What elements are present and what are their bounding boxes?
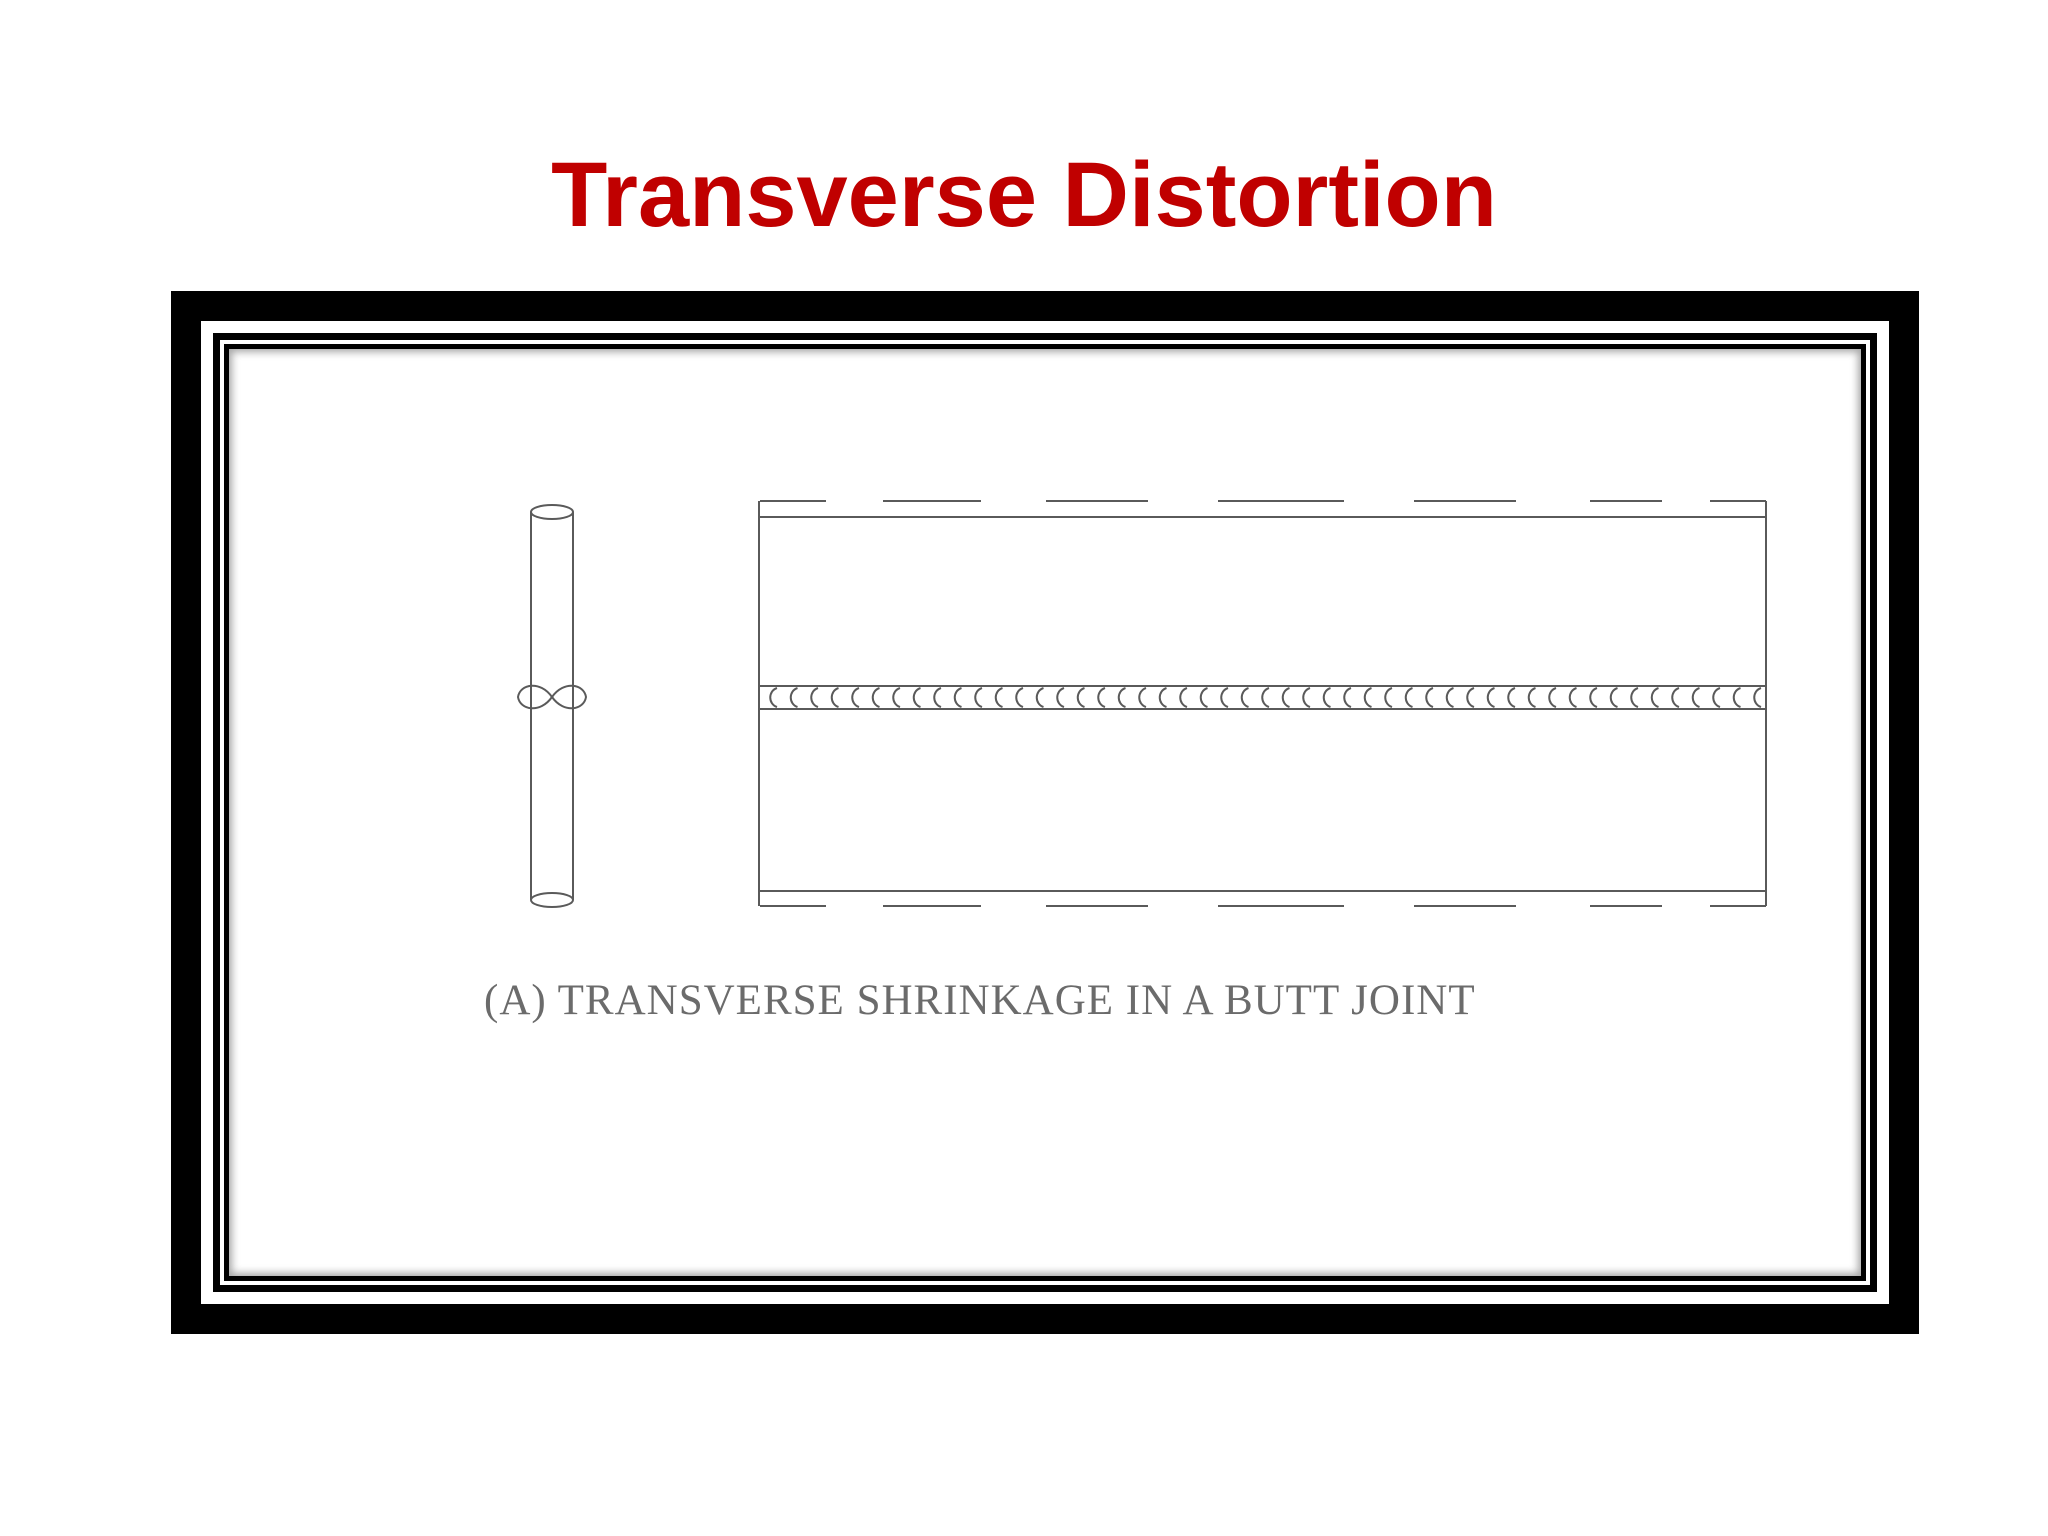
- weld-ripple: [830, 687, 839, 708]
- weld-ripple: [1076, 687, 1085, 708]
- weld-ripple: [1404, 687, 1413, 708]
- weld-ripple: [1630, 687, 1639, 708]
- diagram-caption: (A) TRANSVERSE SHRINKAGE IN A BUTT JOINT: [484, 977, 1476, 1024]
- weld-ripple: [1732, 687, 1741, 708]
- weld-ripple: [1609, 687, 1618, 708]
- weld-ripple: [1343, 687, 1352, 708]
- weld-ripple: [1302, 687, 1311, 708]
- weld-ripple: [1671, 687, 1680, 708]
- weld-ripple: [953, 687, 962, 708]
- weld-ripple: [1363, 687, 1372, 708]
- weld-ripple: [1507, 687, 1516, 708]
- weld-ripple: [1261, 687, 1270, 708]
- weld-ripple: [1179, 687, 1188, 708]
- weld-ripple: [1527, 687, 1536, 708]
- weld-ripple: [810, 687, 819, 708]
- weld-ripple: [1015, 687, 1024, 708]
- weld-ripple: [892, 687, 901, 708]
- weld-ripples: [769, 687, 1762, 708]
- weld-bead-side: [516, 684, 588, 710]
- weld-ripple: [1753, 687, 1762, 708]
- weld-ripple: [1568, 687, 1577, 708]
- weld-ripple: [1199, 687, 1208, 708]
- weld-ripple: [1158, 687, 1167, 708]
- weld-ripple: [1691, 687, 1700, 708]
- weld-ripple: [851, 687, 860, 708]
- weld-ripple: [1445, 687, 1454, 708]
- weld-ripple: [1117, 687, 1126, 708]
- weld-ripple: [912, 687, 921, 708]
- weld-ripple: [1056, 687, 1065, 708]
- weld-ripple: [1712, 687, 1721, 708]
- weld-ripple: [1425, 687, 1434, 708]
- weld-ripple: [974, 687, 983, 708]
- slide-title: Transverse Distortion: [551, 144, 1497, 246]
- weld-ripple: [1322, 687, 1331, 708]
- weld-ripple: [1097, 687, 1106, 708]
- weld-ripple: [1220, 687, 1229, 708]
- weld-ripple: [789, 687, 798, 708]
- weld-ripple: [769, 687, 778, 708]
- side-view: [516, 504, 588, 908]
- diagram-panel: [229, 349, 1861, 1276]
- weld-ripple: [1589, 687, 1598, 708]
- weld-ripple: [994, 687, 1003, 708]
- weld-ripple: [1281, 687, 1290, 708]
- weld-ripple: [1138, 687, 1147, 708]
- weld-ripple: [1466, 687, 1475, 708]
- plan-view: [758, 500, 1767, 907]
- weld-ripple: [1035, 687, 1044, 708]
- weld-ripple: [933, 687, 942, 708]
- weld-ripple: [1548, 687, 1557, 708]
- weld-ripple: [1384, 687, 1393, 708]
- weld-ripple: [871, 687, 880, 708]
- weld-ripple: [1240, 687, 1249, 708]
- picture-frame: [171, 291, 1919, 1334]
- weld-ripple: [1486, 687, 1495, 708]
- weld-ripple: [1650, 687, 1659, 708]
